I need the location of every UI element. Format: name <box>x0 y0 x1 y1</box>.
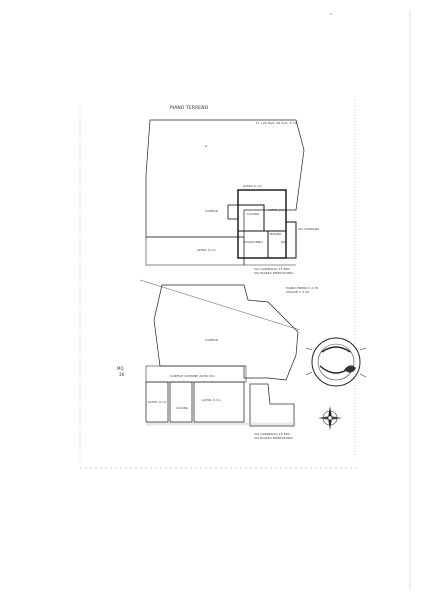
label-altra-uiu-top: ALTRA U.I.U. <box>243 184 263 188</box>
soggiorno-room <box>237 230 269 259</box>
label-altra-uiu-bottom-left: ALTRA U.I.U. <box>148 400 168 404</box>
scan-speck <box>330 13 332 15</box>
altra-uiu-bottom-block <box>193 381 245 423</box>
label-soggiorno: SOGGIORNO <box>243 240 263 244</box>
page-heading: PIANO TERRENO <box>170 106 209 111</box>
label-altra-uiu-right: ALTRA U.I.U. <box>268 208 288 212</box>
altra-uiu-bottom-left-block <box>145 381 169 423</box>
label-altra-uiu-bottom: ALTRA U.I.U. <box>202 398 222 402</box>
label-piano-primo: PIANO PRIMO h 2.70 <box>286 286 319 290</box>
upper-lot-outline <box>145 119 305 238</box>
label-mq-value: 36 <box>119 372 125 377</box>
cucina-bottom-block <box>169 381 193 423</box>
diagonal-line <box>139 279 301 331</box>
label-address-1a: VIA GARIBALDI 15 ERA <box>254 267 290 271</box>
sheet-reference: Fl. 122 Part. 46 Sub. 5-74 <box>256 121 297 125</box>
label-cucina: CUCINA <box>247 212 260 216</box>
official-stamp <box>305 337 367 387</box>
unit-outline <box>237 189 287 259</box>
label-altra-uiu-left: ALTRA U.I.U. <box>197 248 217 252</box>
label-cucina-bottom: CUCINA <box>176 406 189 410</box>
small-annex <box>227 204 239 220</box>
lot-point <box>205 145 207 147</box>
label-piano-primo-sub: VOLUMI h 3.20 <box>286 290 310 294</box>
label-cortile-left: CORTILE <box>205 209 219 213</box>
label-address-2b: VIA PIAZZA MERCATORIA <box>254 436 294 440</box>
cucina-room <box>237 204 265 232</box>
label-via-fontana: VIA FONTANA <box>298 227 320 231</box>
label-rip: RIP. <box>281 240 287 244</box>
label-cortile-comune: CORTILE COMUNE ALTRI UIU <box>170 374 215 378</box>
label-cortile-main: CORTILE <box>205 338 219 342</box>
label-address-1b: VIA PIAZZA MERCATORIA <box>254 271 294 275</box>
label-address-2a: VIA GARIBALDI 15 ERA <box>254 432 290 436</box>
rip-room <box>285 221 297 259</box>
compass-rose-icon <box>318 406 342 430</box>
altra-uiu-left-block <box>145 236 245 266</box>
label-bagno: BAGNO <box>270 232 282 236</box>
right-extension-block <box>249 383 295 427</box>
label-mq: MQ <box>117 366 124 371</box>
